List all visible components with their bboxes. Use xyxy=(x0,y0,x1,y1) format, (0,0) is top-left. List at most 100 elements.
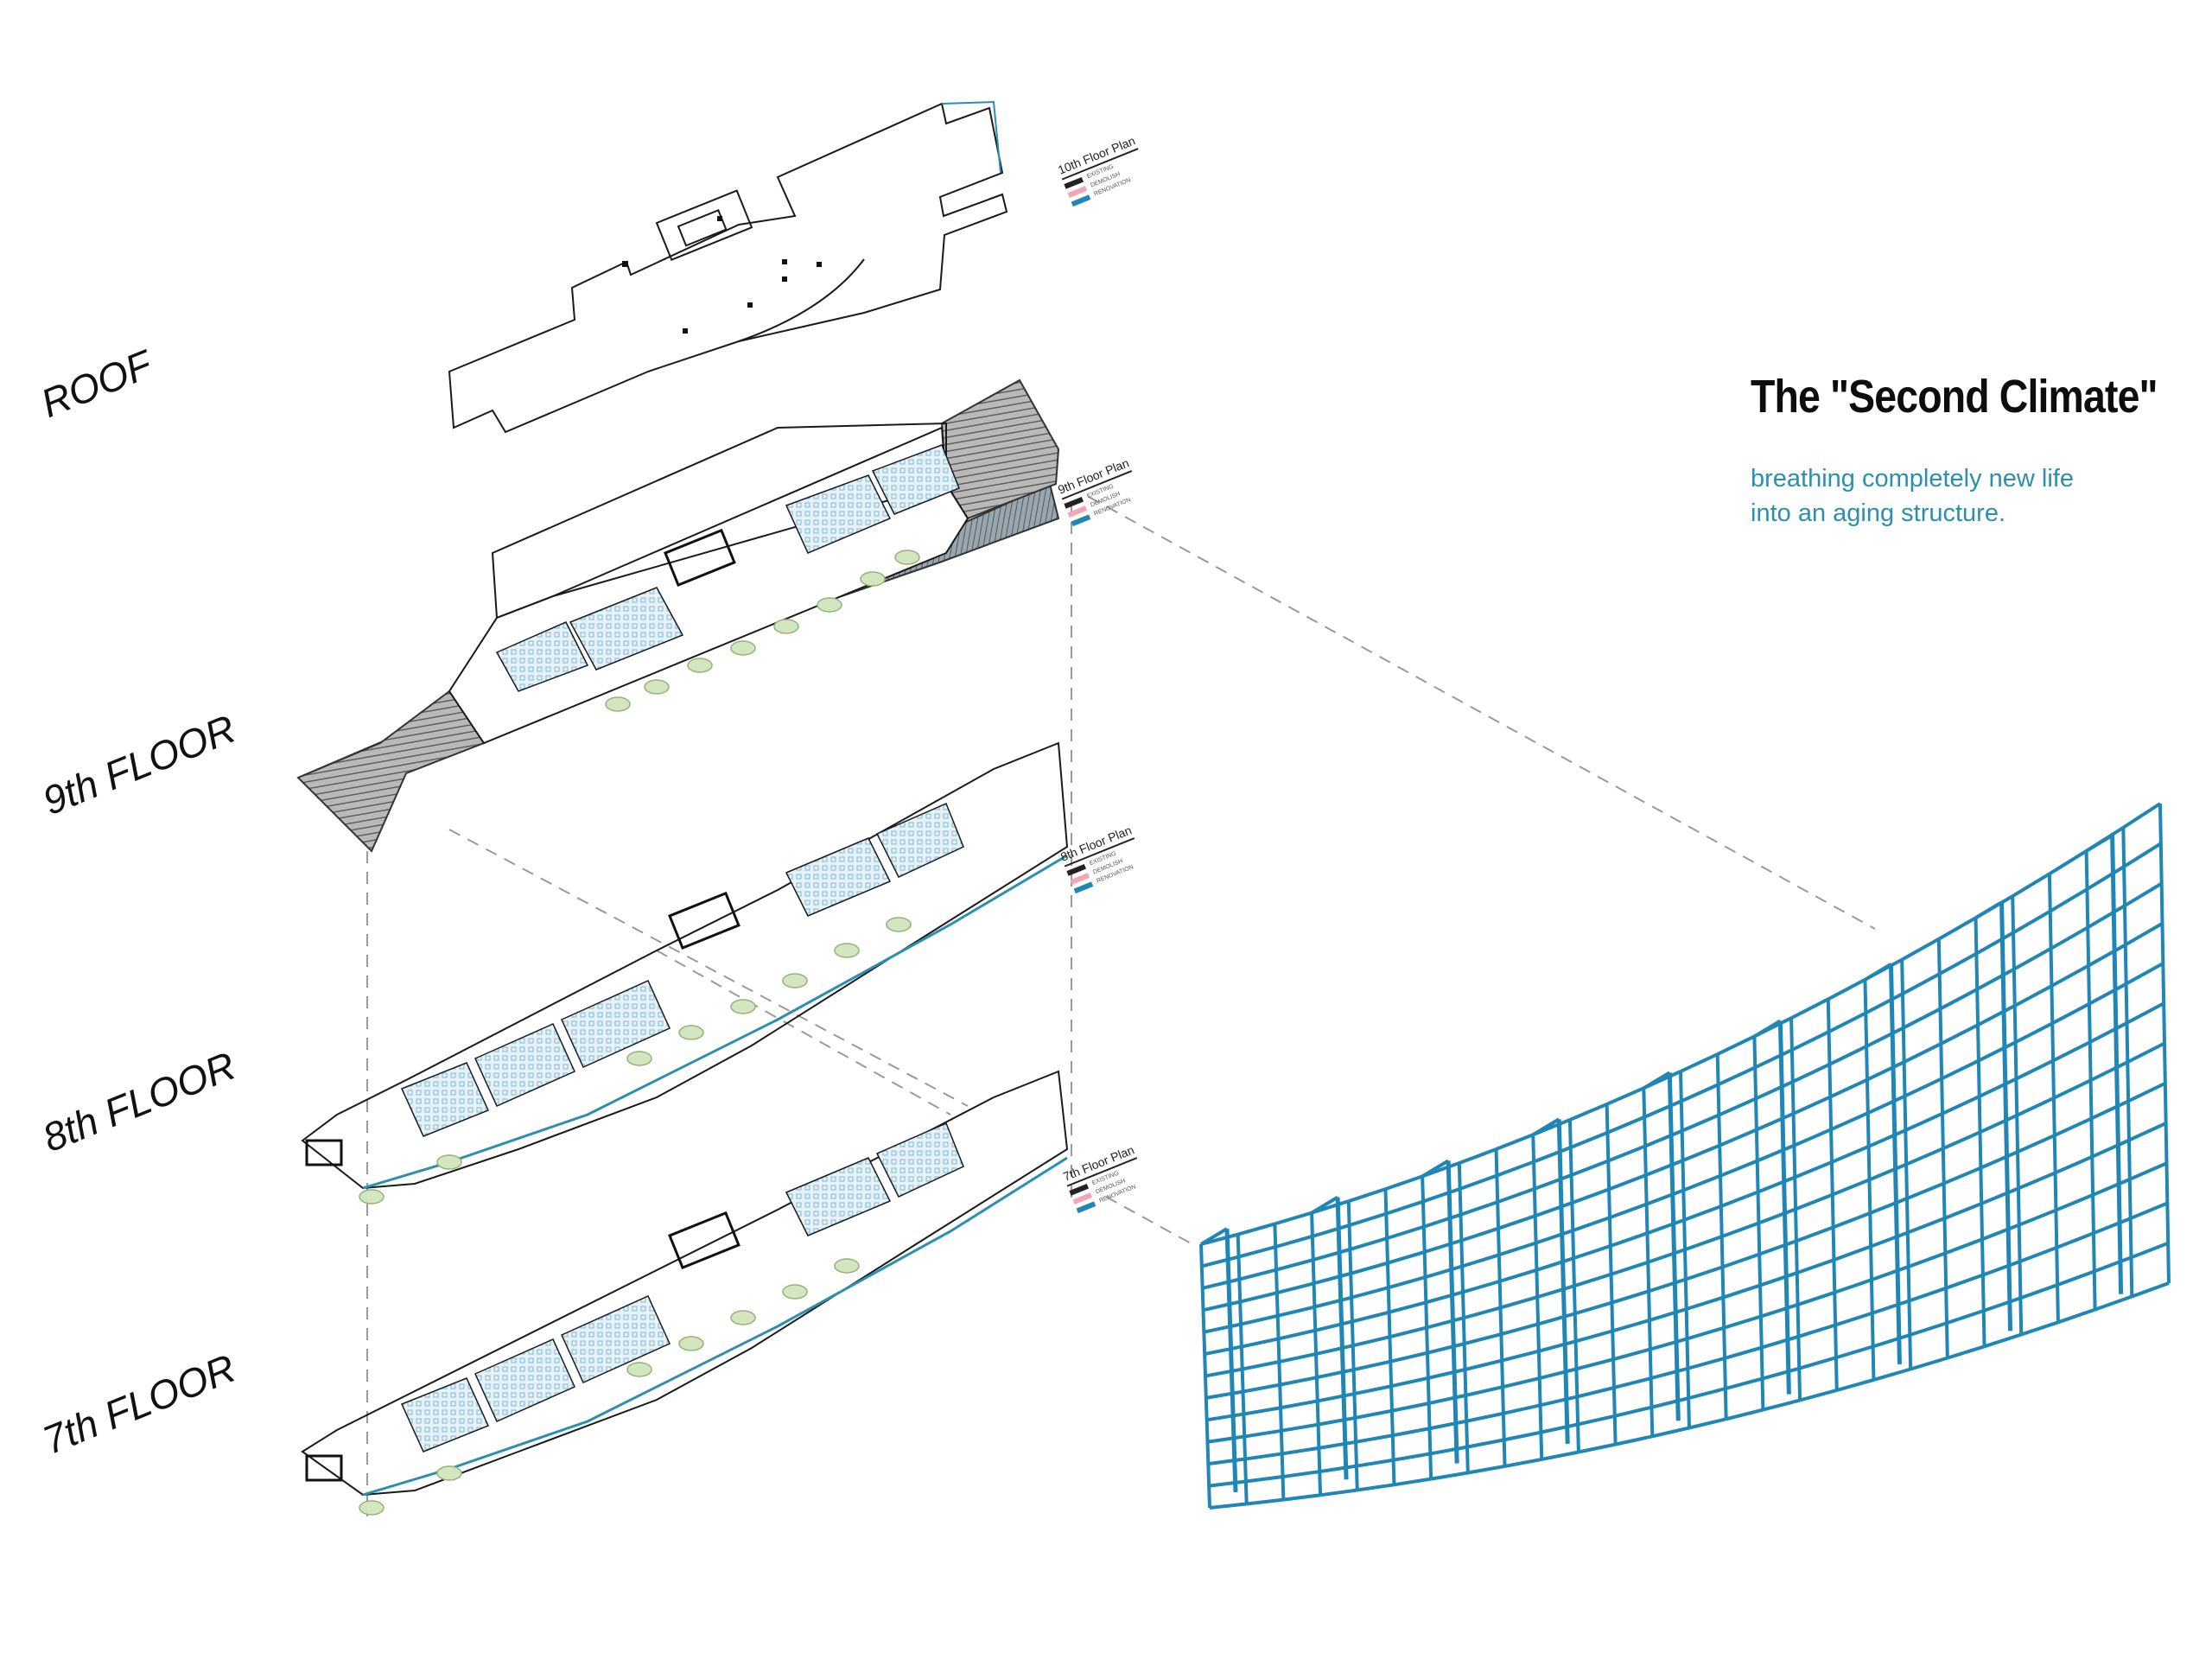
lattice-rail xyxy=(1209,1502,1247,1510)
lattice-rail xyxy=(1611,1319,1650,1333)
lattice-rail xyxy=(1459,1200,1498,1217)
lattice-rail xyxy=(1504,1457,1542,1468)
lattice-rail xyxy=(1686,1295,1724,1311)
lattice-rail xyxy=(1722,1283,1761,1300)
lattice-fin-bracket xyxy=(1311,1195,1339,1215)
lattice-rail xyxy=(1208,1457,1246,1466)
lattice-rail xyxy=(1866,1094,1906,1115)
lattice-rail xyxy=(1834,1311,1873,1327)
lattice-rail xyxy=(1535,1201,1573,1218)
lattice-rail xyxy=(1573,1272,1612,1288)
lattice-rail xyxy=(1650,1366,1688,1381)
lattice-rail xyxy=(1394,1477,1432,1487)
lattice-rail xyxy=(1243,1382,1281,1394)
lattice-rail xyxy=(1277,1305,1315,1318)
lattice-rail xyxy=(1649,1307,1688,1322)
lattice-mullion xyxy=(1310,1212,1323,1496)
lattice-rail xyxy=(1791,1030,1830,1052)
lattice-rail xyxy=(1798,1356,1837,1370)
lattice-rail xyxy=(1644,1128,1683,1148)
lattice-mullion xyxy=(1199,1243,1211,1509)
lattice-rail xyxy=(1495,1133,1534,1151)
lattice-rail xyxy=(1613,1376,1652,1389)
lattice-mullion xyxy=(1900,959,1913,1370)
lattice-rail xyxy=(1387,1250,1426,1265)
lattice-rail xyxy=(1645,1159,1684,1177)
lattice-rail xyxy=(2093,1217,2132,1236)
lattice-rail xyxy=(1534,1173,1573,1191)
lattice-rail xyxy=(1576,1386,1615,1399)
lattice-rail xyxy=(1570,1130,1609,1149)
lattice-rail xyxy=(1386,1224,1425,1241)
lattice-rail xyxy=(1208,1479,1247,1488)
lattice-rail xyxy=(1283,1493,1321,1502)
lattice-rail xyxy=(1464,1332,1502,1346)
lattice-fin xyxy=(1446,1160,1459,1464)
lattice-rail xyxy=(1460,1226,1499,1243)
lattice-rail xyxy=(1280,1399,1319,1410)
lattice-rail xyxy=(1866,1026,1904,1048)
lattice-rail xyxy=(1203,1300,1241,1313)
lattice-rail xyxy=(1909,1321,1948,1337)
lattice-rail xyxy=(2124,922,2164,947)
lattice-rail xyxy=(1350,1261,1389,1275)
lattice-rail xyxy=(1901,937,1940,962)
lattice-rail xyxy=(1937,916,1977,941)
lattice-mullion xyxy=(2158,803,2171,1284)
planting-trees xyxy=(359,550,920,1516)
lattice-rail xyxy=(1428,1393,1466,1406)
lattice-rail xyxy=(1461,1253,1500,1268)
lattice-rail xyxy=(2019,1283,2058,1300)
lattice-rail xyxy=(1941,1058,1980,1081)
lattice-rail xyxy=(1352,1335,1390,1348)
lattice-rail xyxy=(1681,1143,1720,1162)
lattice-rail xyxy=(1944,1237,1983,1255)
lattice-rail xyxy=(1204,1344,1243,1357)
lattice-rail xyxy=(1424,1238,1462,1254)
lattice-rail xyxy=(1902,1007,1942,1030)
lattice-mullion xyxy=(1715,1054,1728,1420)
lattice-rail xyxy=(1865,992,1904,1015)
lattice-rail xyxy=(1872,1367,1911,1382)
lattice-rail xyxy=(1496,1160,1535,1178)
lattice-rail xyxy=(1351,1286,1389,1300)
lattice-rail xyxy=(1650,1396,1689,1409)
lattice-rail xyxy=(1278,1352,1317,1363)
lattice-rail xyxy=(1200,1232,1239,1246)
lattice-rail xyxy=(1571,1187,1610,1205)
lattice-rail xyxy=(1827,978,1866,1001)
lattice-rail xyxy=(1570,1159,1610,1177)
lattice-rail xyxy=(1281,1422,1319,1433)
lattice-rail xyxy=(1243,1406,1281,1416)
lattice-fin-bracket xyxy=(1864,963,1892,982)
lattice-rail xyxy=(1424,1264,1463,1280)
lattice-rail xyxy=(1688,1387,1726,1401)
lattice-mullion xyxy=(1273,1224,1286,1500)
lattice-rail xyxy=(1794,1160,1833,1179)
lattice-rail xyxy=(1643,1099,1682,1119)
lattice-rail xyxy=(1907,1217,1946,1235)
lattice-rail xyxy=(1615,1434,1653,1446)
lattice-rail xyxy=(1275,1258,1314,1272)
lattice-rail xyxy=(1575,1329,1613,1344)
lattice-rail xyxy=(1605,1086,1645,1106)
lattice-rail xyxy=(1465,1385,1503,1397)
lattice-rail xyxy=(2129,1201,2169,1220)
lattice-rail xyxy=(1389,1351,1428,1363)
lattice-mullion xyxy=(1567,1119,1580,1452)
lattice-rail xyxy=(1684,1235,1723,1252)
lattice-rail xyxy=(2091,1138,2130,1159)
lattice-rail xyxy=(1796,1258,1835,1274)
lattice-rail xyxy=(1427,1368,1465,1380)
lattice-rail xyxy=(2012,909,2051,935)
lattice-rail xyxy=(2018,1245,2057,1263)
lattice-fin xyxy=(1335,1197,1349,1480)
lattice-rail xyxy=(1686,1325,1725,1341)
lattice-rail xyxy=(1831,1144,1870,1164)
lattice-rail xyxy=(1981,1223,2020,1242)
lattice-rail xyxy=(1238,1245,1276,1259)
lattice-rail xyxy=(1392,1427,1430,1438)
lattice-rail xyxy=(1983,1296,2022,1313)
lattice-mullion xyxy=(2047,874,2060,1323)
lattice-rail xyxy=(1501,1349,1540,1363)
